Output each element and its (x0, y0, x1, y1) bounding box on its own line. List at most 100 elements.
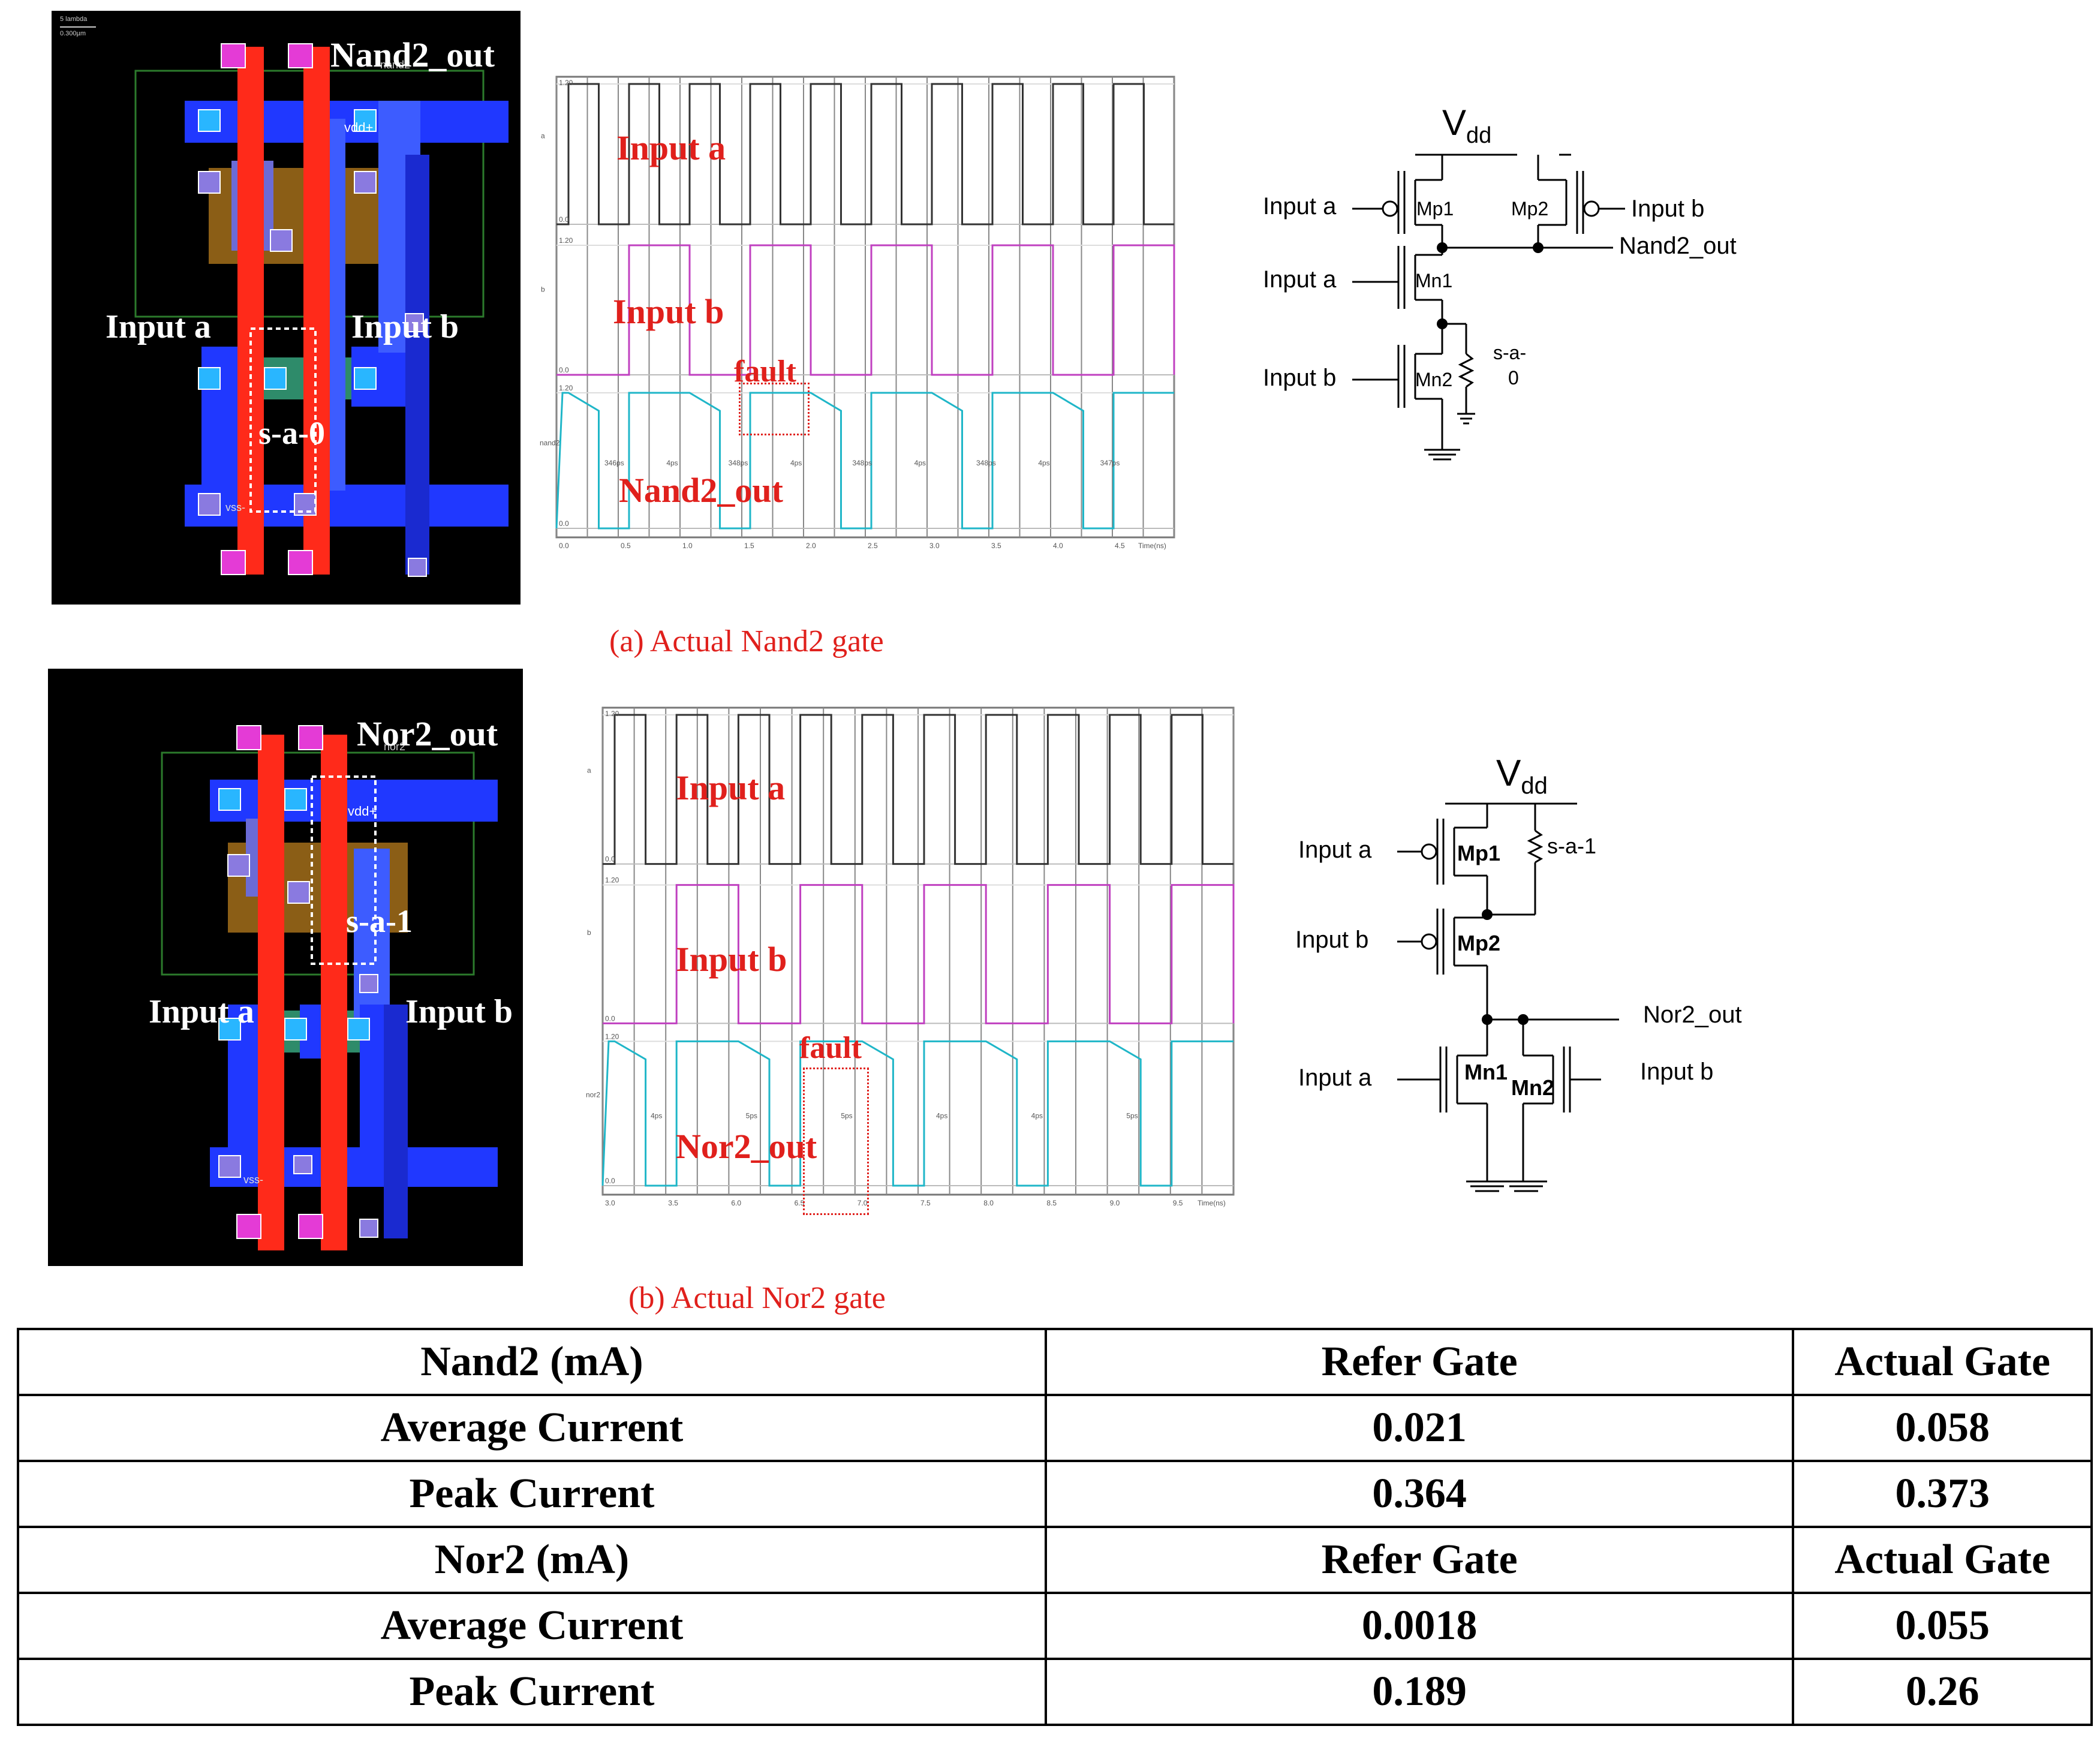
time-tick: 0.0 (559, 542, 569, 550)
row-label: b (541, 285, 545, 293)
level-label: 1.20 (559, 236, 573, 245)
sch-input-a2-label: Input a (1298, 1065, 1372, 1091)
table-cell: Nand2 (mA) (17, 1328, 1047, 1396)
delay-label: 4ps (1038, 459, 1049, 467)
wave-input-b (603, 884, 1235, 1024)
level-label: 0.0 (605, 855, 615, 864)
table-cell: Actual Gate (1792, 1526, 2093, 1594)
table-cell: Average Current (17, 1592, 1047, 1660)
table-cell: 0.055 (1792, 1592, 2093, 1660)
delay-label: 348ps (852, 459, 872, 467)
time-tick: 8.0 (983, 1199, 994, 1207)
fault-highlight-box (739, 383, 810, 435)
level-label: 0.0 (559, 215, 569, 224)
table-cell: 0.26 (1792, 1658, 2093, 1726)
vss-label: vss- (243, 1174, 263, 1186)
vss-label: vss- (225, 501, 245, 513)
input-b-label: Input b (405, 993, 513, 1030)
level-label: 1.20 (605, 709, 619, 718)
time-tick: 7.5 (920, 1199, 931, 1207)
row-label: nand2 (540, 438, 560, 447)
nor2-out-label: Nor2_out (357, 714, 498, 753)
row-label: nor2 (586, 1091, 600, 1099)
fault-s-a-0-label: s-a-0 (258, 415, 325, 451)
time-tick: 3.0 (605, 1199, 615, 1207)
table-cell: Nor2 (mA) (17, 1526, 1047, 1594)
delay-label: 348ps (729, 459, 748, 467)
vdd-label: Vdd (1496, 753, 1548, 799)
sch-nor2-out-label: Nor2_out (1643, 1002, 1742, 1028)
nand2-schematic: Vdd Input a Mp1 Mp2 Input b Nand2_out In… (1235, 90, 1799, 486)
time-tick: 2.5 (868, 542, 878, 550)
time-tick: 4.0 (1053, 542, 1063, 550)
sch-input-b2-label: Input b (1263, 365, 1337, 391)
time-tick: 9.0 (1110, 1199, 1120, 1207)
input-a-label: Input a (106, 308, 211, 345)
time-tick: 0.5 (621, 542, 631, 550)
time-tick: 4.5 (1115, 542, 1125, 550)
wave-input-a (556, 83, 1174, 225)
wave-output (555, 392, 1174, 530)
wave-input-b-label: Input b (613, 292, 724, 331)
delay-label: 5ps (1126, 1112, 1138, 1120)
time-tick: 3.5 (991, 542, 1001, 550)
time-tick: 9.5 (1173, 1199, 1183, 1207)
time-tick: 2.0 (806, 542, 816, 550)
delay-label: 4ps (914, 459, 926, 467)
sch-input-a-label: Input a (1298, 837, 1372, 863)
nor2-layout-image: vdd+ vss- nor2 Nor2_out s-a-1 Input a In… (48, 669, 523, 1266)
delay-label: 347ps (1100, 459, 1120, 467)
delay-label: 346ps (604, 459, 624, 467)
fault-s-a-1-label: s-a-1 (1547, 834, 1597, 858)
sch-input-a2-label: Input a (1263, 266, 1337, 293)
table-cell: Refer Gate (1044, 1526, 1795, 1594)
mn2-label: Mn2 (1415, 369, 1453, 390)
delay-label: 4ps (651, 1112, 662, 1120)
caption-a: (a) Actual Nand2 gate (609, 624, 884, 658)
time-axis-label: Time(ns) (1138, 542, 1166, 550)
table-cell: Refer Gate (1044, 1328, 1795, 1396)
level-label: 0.0 (605, 1014, 615, 1023)
table-cell: 0.189 (1044, 1658, 1795, 1726)
sch-input-b-label: Input b (1295, 927, 1369, 953)
vdd-label: Vdd (1442, 103, 1492, 148)
table-cell: Peak Current (17, 1658, 1047, 1726)
level-label: 0.0 (605, 1177, 615, 1185)
mp2-label: Mp2 (1511, 198, 1549, 219)
wave-input-a-label: Input a (676, 768, 786, 807)
vdd-label: vdd+ (344, 120, 374, 135)
table-cell: 0.373 (1792, 1460, 2093, 1528)
scale-bar-label: 5 lambda (60, 16, 88, 23)
mn2-label: Mn2 (1511, 1075, 1554, 1100)
fault-s-a-1-label: s-a-1 (346, 903, 413, 939)
time-tick: 1.5 (744, 542, 754, 550)
level-label: 0.0 (559, 366, 569, 374)
fault-highlight-box (803, 1068, 869, 1215)
vdd-label: vdd+ (348, 804, 377, 819)
mp1-label: Mp1 (1416, 198, 1454, 219)
sch-nand2-out-label: Nand2_out (1619, 233, 1737, 259)
delay-label: 4ps (666, 459, 678, 467)
table-cell: Actual Gate (1792, 1328, 2093, 1396)
fault-label: 0 (1508, 367, 1519, 389)
nor2-schematic: Vdd Input a Mp1 s-a-1 Input b Mp2 Nor2_o… (1283, 744, 1823, 1211)
table-cell: Peak Current (17, 1460, 1047, 1528)
time-tick: 7.0 (858, 1199, 868, 1207)
table-cell: Average Current (17, 1394, 1047, 1462)
caption-b: (b) Actual Nor2 gate (628, 1281, 886, 1315)
input-a-label: Input a (149, 993, 254, 1030)
row-label: a (587, 766, 591, 774)
scale-bar (60, 26, 96, 28)
wave-output (601, 1040, 1233, 1187)
time-tick: 6.0 (731, 1199, 741, 1207)
mn1-label: Mn1 (1415, 270, 1453, 291)
wave-nand2-out-label: Nand2_out (619, 471, 783, 510)
fault-label: s-a- (1493, 342, 1527, 363)
